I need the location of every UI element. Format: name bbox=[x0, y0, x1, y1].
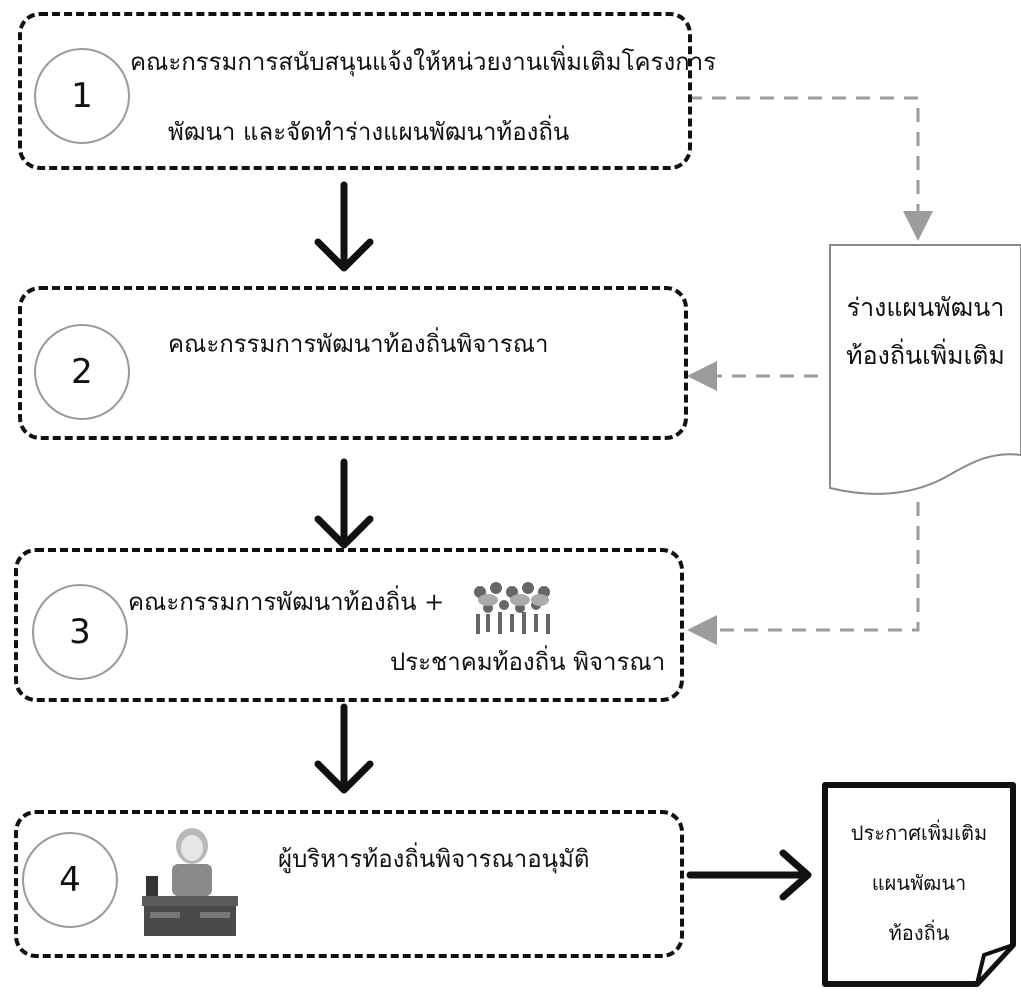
announcement-line1: ประกาศเพิ่มเติม bbox=[850, 821, 988, 845]
crowd-of-people-icon bbox=[474, 582, 550, 634]
step-3-text-line1: คณะกรรมการพัฒนาท้องถิ่น + bbox=[128, 588, 445, 616]
draft-document-shape bbox=[829, 244, 1021, 495]
down-arrow-3-4 bbox=[314, 703, 374, 794]
step-1-text-line1: คณะกรรมการสนับสนุนแจ้งให้หน่วยงานเพิ่มเต… bbox=[130, 48, 717, 76]
step-3-text-line2: ประชาคมท้องถิ่น พิจารณา bbox=[390, 648, 666, 676]
step-3-number-circle: 3 bbox=[32, 584, 128, 680]
draft-document-line2: ท้องถิ่นเพิ่มเติม bbox=[846, 340, 1005, 370]
step-1-text-line2: พัฒนา และจัดทำร่างแผนพัฒนาท้องถิ่น bbox=[168, 118, 570, 146]
step-3-dashed-box bbox=[14, 548, 684, 702]
announcement-document: ประกาศเพิ่มเติม แผนพัฒนา ท้องถิ่น bbox=[825, 808, 1013, 958]
executive-at-desk-icon bbox=[142, 828, 238, 936]
draft-document: ร่างแผนพัฒนา ท้องถิ่นเพิ่มเติม bbox=[830, 284, 1021, 379]
step-4-number: 4 bbox=[59, 860, 81, 900]
down-arrow-1-2 bbox=[314, 181, 374, 272]
right-arrow-to-announcement bbox=[686, 849, 812, 901]
step-4-number-circle: 4 bbox=[22, 832, 118, 928]
step-2-text: คณะกรรมการพัฒนาท้องถิ่นพิจารณา bbox=[168, 330, 549, 358]
step-4-dashed-box bbox=[14, 810, 684, 958]
draft-document-line1: ร่างแผนพัฒนา bbox=[846, 293, 1005, 322]
step-1-number: 1 bbox=[71, 76, 93, 116]
dashed-connector-step1-to-draft bbox=[688, 96, 933, 241]
announcement-line3: ท้องถิ่น bbox=[888, 921, 950, 945]
step-4-text: ผู้บริหารท้องถิ่นพิจารณาอนุมัติ bbox=[278, 845, 590, 873]
step-1-number-circle: 1 bbox=[34, 48, 130, 144]
step-2-number-circle: 2 bbox=[34, 324, 130, 420]
step-1-dashed-box bbox=[18, 12, 692, 170]
step-2-dashed-box bbox=[18, 286, 688, 440]
folded-corner-icon bbox=[975, 943, 1015, 986]
down-arrow-2-3 bbox=[314, 458, 374, 549]
step-3-number: 3 bbox=[69, 612, 91, 652]
announcement-line2: แผนพัฒนา bbox=[871, 871, 967, 895]
step-2-number: 2 bbox=[71, 352, 93, 392]
dashed-connector-draft-to-step3 bbox=[687, 502, 920, 645]
